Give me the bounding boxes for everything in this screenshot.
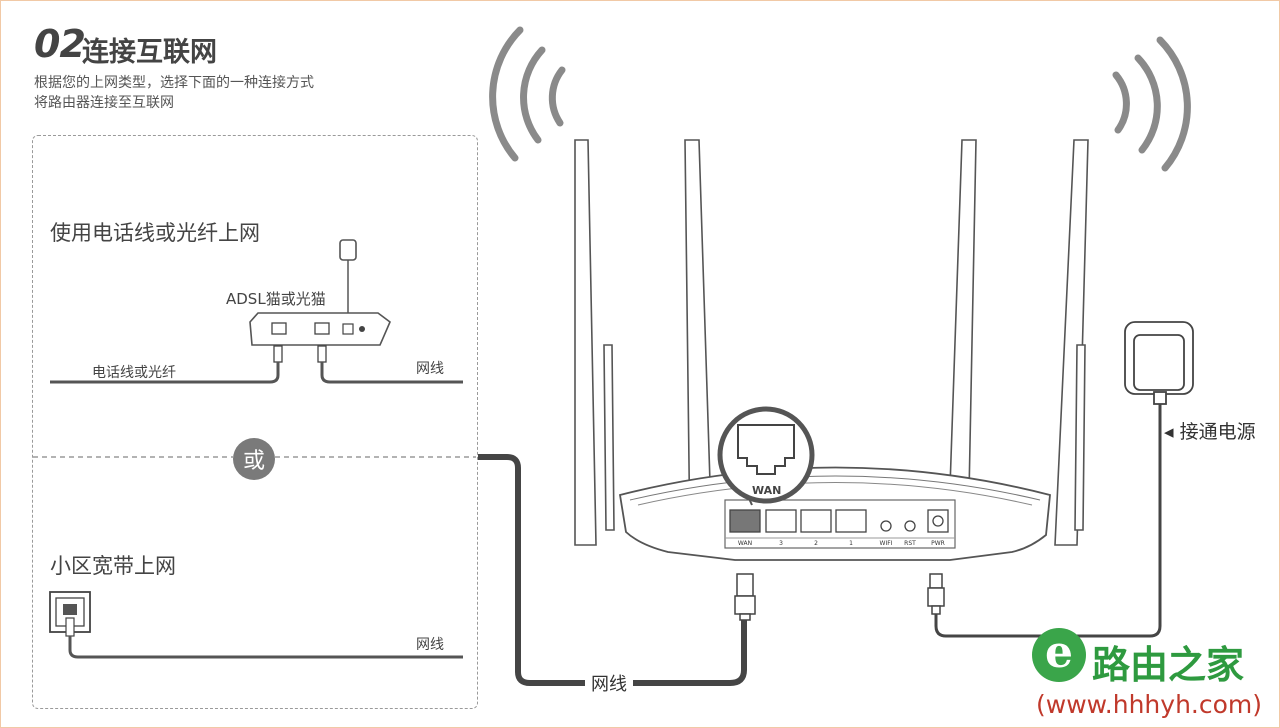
- svg-text:WAN: WAN: [738, 540, 752, 547]
- wan-callout: [717, 406, 815, 506]
- or-badge: 或: [233, 438, 275, 480]
- wall-port-icon: [49, 591, 463, 659]
- option-a-cable-label: 网线: [416, 361, 444, 377]
- rj45-plug-icon: [734, 573, 756, 621]
- modem-label: ADSL猫或光猫: [226, 290, 326, 308]
- modem-adapter-icon: [339, 239, 357, 315]
- wifi-signal-right-icon: [1112, 36, 1191, 172]
- option-b-cable-label: 网线: [416, 637, 444, 653]
- power-plug-icon: [927, 573, 945, 615]
- heading-phone-fiber: 使用电话线或光纤上网: [50, 221, 260, 245]
- connection-options-panel: [32, 135, 478, 709]
- svg-text:2: 2: [814, 540, 818, 547]
- svg-text:3: 3: [779, 540, 783, 547]
- router-port-labels: WAN 3 2 1 WIFI RST PWR: [738, 540, 945, 547]
- heading-broadband: 小区宽带上网: [50, 554, 176, 578]
- phone-fiber-label: 电话线或光纤: [92, 365, 176, 381]
- watermark-url: (www.hhhyh.com): [1036, 690, 1263, 719]
- router-antennas: [574, 139, 1089, 546]
- svg-text:WIFI: WIFI: [880, 540, 893, 547]
- main-network-cable: [478, 454, 747, 686]
- svg-text:PWR: PWR: [931, 540, 945, 547]
- wan-callout-label: WAN: [752, 484, 782, 497]
- modem-cables: [50, 345, 463, 384]
- watermark-name: 路由之家: [1092, 643, 1245, 687]
- wifi-signal-left-icon: [489, 26, 566, 162]
- svg-text:RST: RST: [904, 540, 916, 547]
- power-label: ◂ 接通电源: [1164, 421, 1256, 443]
- main-cable-label: 网线: [585, 670, 633, 696]
- watermark-logo-icon: e: [1032, 628, 1086, 682]
- router-ports: [725, 509, 955, 539]
- subtitle-line-2: 将路由器连接至互联网: [34, 95, 174, 111]
- modem-icon: [249, 312, 391, 346]
- step-number: 02: [34, 22, 86, 66]
- power-adapter-icon: [1124, 321, 1194, 405]
- subtitle-line-1: 根据您的上网类型，选择下面的一种连接方式: [34, 75, 314, 91]
- svg-text:1: 1: [849, 540, 853, 547]
- router-body: [618, 466, 1051, 561]
- page-title: 连接互联网: [82, 37, 217, 68]
